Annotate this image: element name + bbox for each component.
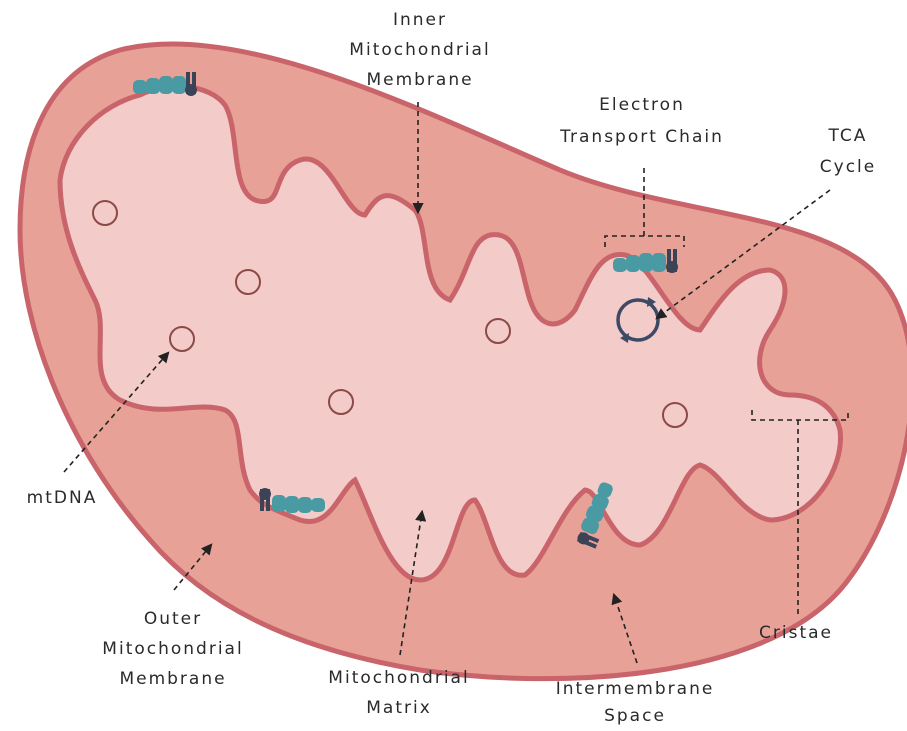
label-inner-membrane: Inner Mitochondrial Membrane	[349, 10, 490, 90]
label-outer-membrane: Outer Mitochondrial Membrane	[102, 609, 243, 689]
label-line: Mitochondrial	[102, 639, 243, 659]
label-line: Membrane	[119, 669, 226, 689]
label-intermembrane: Intermembrane Space	[556, 679, 715, 726]
label-line: Outer	[144, 609, 202, 629]
label-line: Cristae	[759, 623, 833, 643]
label-cristae: Cristae	[759, 623, 833, 643]
label-mtdna: mtDNA	[27, 488, 98, 508]
label-line: Mitochondrial	[349, 40, 490, 60]
label-etc: Electron Transport Chain	[559, 95, 724, 147]
label-line: TCA	[828, 126, 868, 146]
label-line: Membrane	[366, 70, 473, 90]
label-line: Inner	[393, 10, 447, 30]
label-line: Matrix	[366, 698, 432, 718]
label-line: Intermembrane	[556, 679, 715, 699]
label-line: Mitochondrial	[328, 668, 469, 688]
label-tca: TCA Cycle	[820, 126, 876, 177]
label-line: Cycle	[820, 157, 876, 177]
label-line: mtDNA	[27, 488, 98, 508]
label-matrix: Mitochondrial Matrix	[328, 668, 469, 718]
label-line: Electron	[599, 95, 685, 115]
label-line: Space	[604, 706, 666, 726]
label-line: Transport Chain	[559, 127, 724, 147]
